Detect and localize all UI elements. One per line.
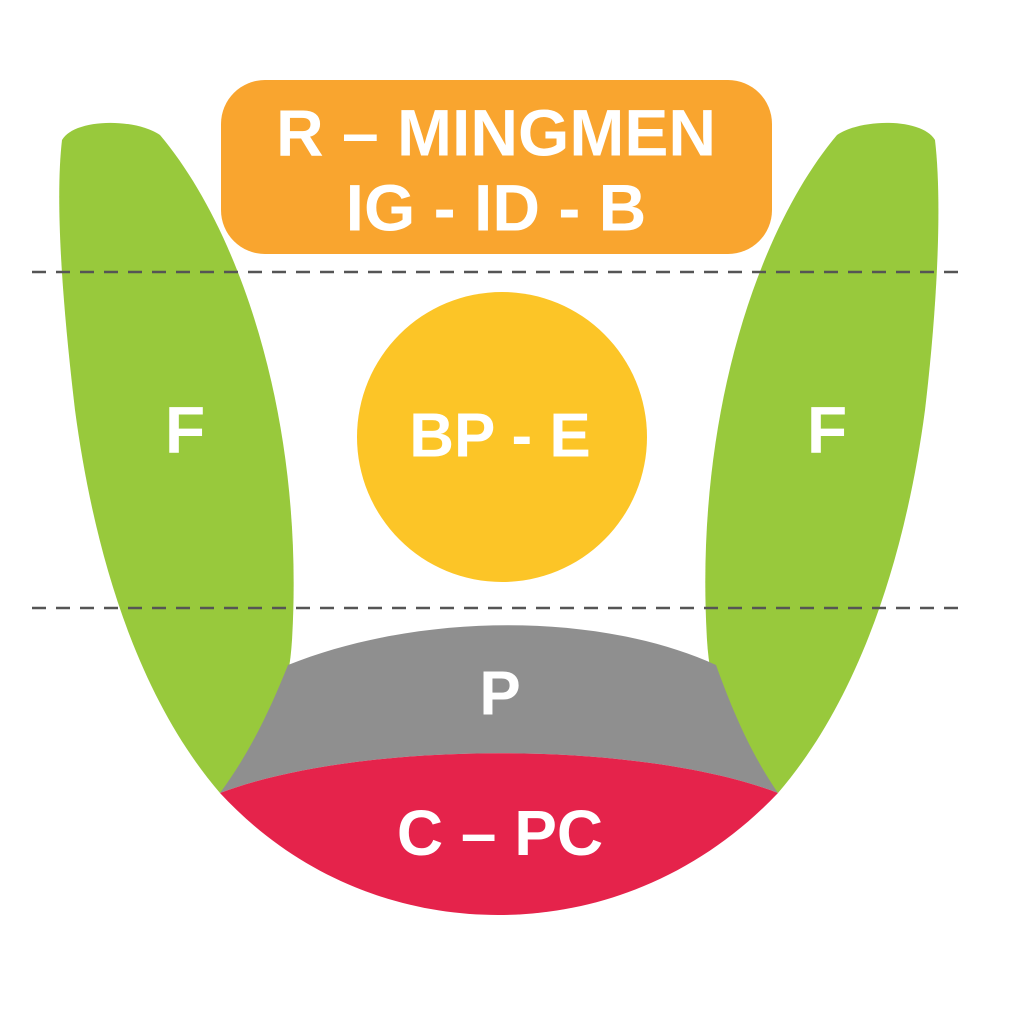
top-back-label-line1: R – MINGMEN: [276, 95, 716, 169]
left-side-label: F: [165, 392, 205, 466]
tip-label: C – PC: [397, 797, 603, 869]
lower-middle-zone: [220, 625, 778, 793]
tip-zone: [220, 753, 778, 915]
center-label: BP - E: [409, 401, 590, 470]
right-side-zone: [705, 122, 939, 793]
top-back-zone: [221, 80, 772, 254]
lower-middle-label: P: [479, 659, 520, 728]
left-side-zone: [59, 122, 294, 793]
right-side-label: F: [807, 392, 847, 466]
top-back-label-line2: IG - ID - B: [346, 170, 647, 244]
center-zone: [357, 292, 647, 582]
